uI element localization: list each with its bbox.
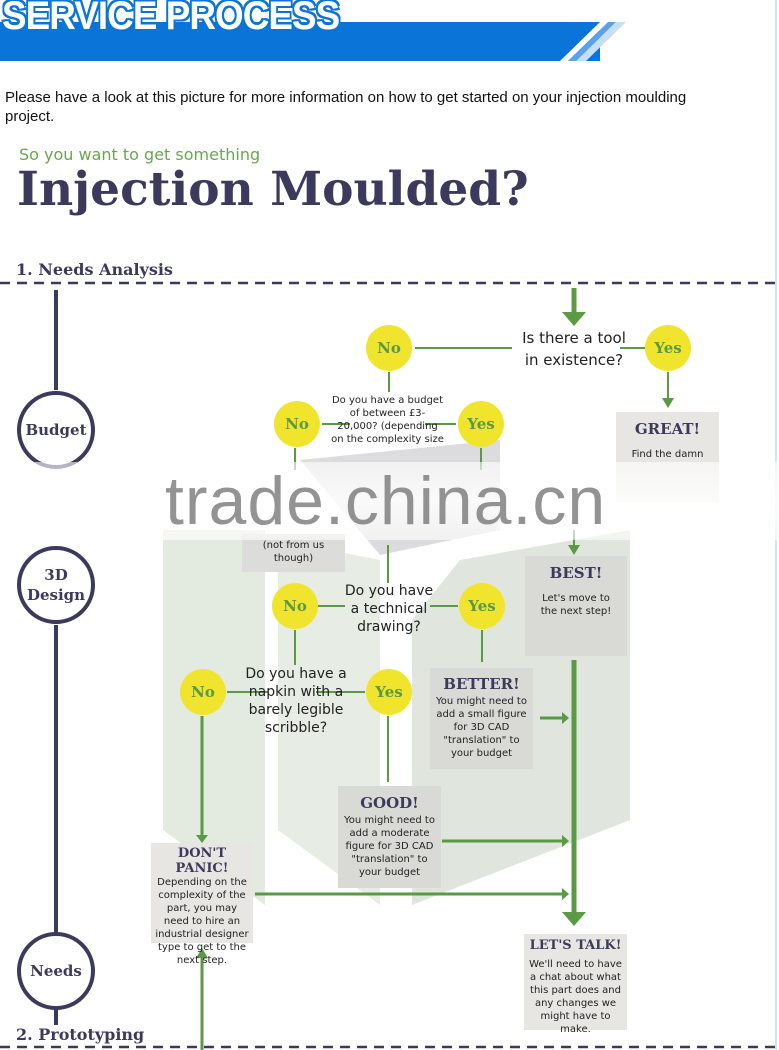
answer-label: No [285, 415, 309, 433]
box-good-title: GOOD! [360, 794, 419, 812]
answer-napkin-yes: Yes [366, 669, 412, 715]
stage-budget: Budget [17, 391, 95, 469]
answer-tool-no: No [366, 325, 412, 371]
arrow-head-up [196, 948, 208, 958]
section-label-prototyping: 2. Prototyping [16, 1025, 145, 1044]
bg-panel-left [163, 530, 265, 905]
answer-budget-yes: Yes [458, 401, 504, 447]
box-great-body: Find the damn [631, 449, 704, 460]
watermark: trade.china.cn [165, 463, 607, 539]
banner-stripe-white [560, 22, 608, 61]
arrow-head-down [568, 545, 580, 555]
box-great-title: GREAT! [634, 420, 701, 438]
intro-text: Please have a look at this picture for m… [5, 89, 687, 125]
box-better: BETTER! You might need to add a small fi… [430, 668, 533, 769]
answer-label: Yes [468, 597, 496, 615]
box-not-from-us: (not from us though) [242, 534, 345, 572]
question-napkin: Do you have a napkin with a barely legib… [245, 666, 347, 736]
section-label-needs-analysis: 1. Needs Analysis [16, 260, 173, 279]
banner-stripe-mid [568, 22, 616, 61]
arrow-head-down [562, 912, 586, 926]
box-best-title: BEST! [549, 564, 603, 582]
box-not-from-us-body: (not from us though) [262, 540, 325, 564]
answer-label: Yes [375, 683, 403, 701]
answer-label: Yes [654, 339, 682, 357]
answer-napkin-no: No [180, 669, 226, 715]
stage-needs-label: Needs [30, 962, 82, 980]
arrow-head-down [662, 398, 674, 408]
answer-technical-yes: Yes [459, 583, 505, 629]
box-best: BEST! Let's move to the next step! [525, 556, 627, 656]
arrow-head-right [562, 835, 569, 847]
box-dont-panic-body: Depending on the complexity of the part,… [155, 877, 249, 966]
arrow-head-down [196, 835, 208, 843]
answer-label: Yes [467, 415, 495, 433]
arrow-head-right [562, 888, 569, 900]
banner-title: SERVICE PROCESS [2, 0, 340, 38]
box-good-body: You might need to add a moderate figure … [344, 815, 435, 878]
banner-stripes [560, 22, 626, 61]
answer-tool-yes: Yes [645, 325, 691, 371]
answer-label: No [283, 597, 307, 615]
box-lets-talk: LET'S TALK! We'll need to have a chat ab… [524, 934, 627, 1035]
answer-label: No [377, 339, 401, 357]
box-best-body: Let's move to the next step! [540, 593, 612, 617]
box-dont-panic: DON'T PANIC! Depending on the complexity… [151, 843, 253, 966]
answer-label: No [191, 683, 215, 701]
question-tool-exists: Is there a tool in existence? [522, 329, 626, 369]
box-better-body: You might need to add a small figure for… [436, 696, 527, 759]
box-better-title: BETTER! [443, 675, 520, 693]
arrow-head-down [562, 312, 586, 326]
answer-technical-no: No [272, 583, 318, 629]
subtitle: So you want to get something [19, 145, 261, 164]
stage-needs: Needs [17, 932, 95, 1010]
watermark-band [0, 462, 779, 540]
stage-3d-design-label: 3D Design [26, 566, 86, 604]
stage-budget-label: Budget [25, 421, 87, 439]
banner-stripe-light [576, 22, 626, 61]
question-budget: Do you have a budget of between £3-20,00… [331, 395, 444, 445]
question-technical-drawing: Do you have a technical drawing? [344, 583, 434, 635]
stage-3d-design: 3D Design [17, 546, 95, 624]
box-lets-talk-body: We'll need to have a chat about what thi… [529, 959, 622, 1035]
box-dont-panic-title: DON'T PANIC! [175, 846, 229, 876]
answer-budget-no: No [274, 401, 320, 447]
banner-bar [0, 22, 600, 61]
box-good: GOOD! You might need to add a moderate f… [338, 786, 441, 888]
box-lets-talk-title: LET'S TALK! [529, 938, 622, 953]
main-title: Injection Moulded? [17, 162, 529, 217]
arrow-head-right [562, 712, 569, 724]
